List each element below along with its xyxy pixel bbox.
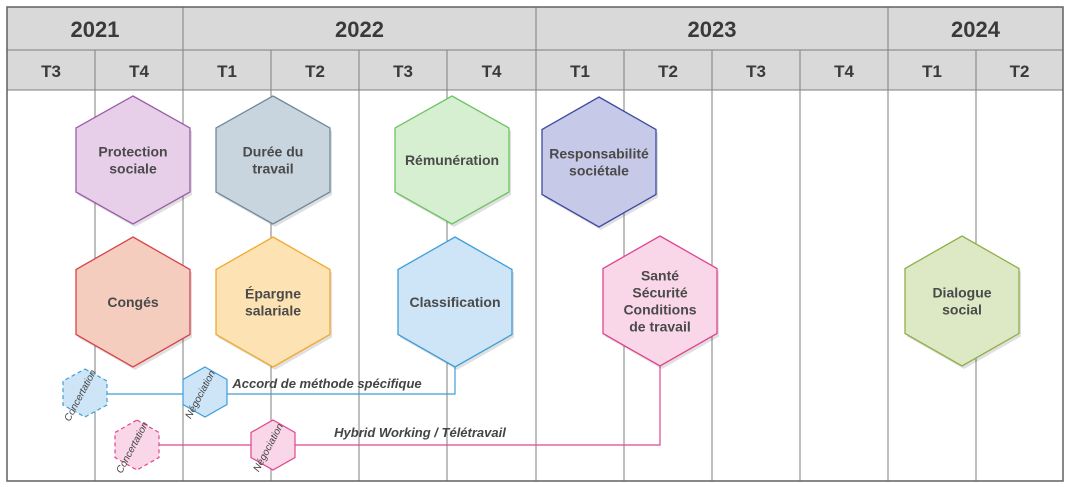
topic-label: Santé [641, 268, 679, 284]
quarter-label: T2 [658, 62, 678, 81]
topic-label: sociale [109, 161, 157, 177]
hexagon-shape [541, 96, 657, 228]
stage-shape [182, 366, 228, 418]
stage-shape [62, 368, 108, 418]
process-label-hybrid-working: Hybrid Working / Télétravail [334, 425, 506, 440]
stage-shape [114, 419, 160, 471]
topic-label: Dialogue [932, 285, 991, 301]
year-label-2024: 2024 [951, 17, 1001, 42]
quarter-label: T2 [1010, 62, 1030, 81]
topic-label: Congés [107, 294, 159, 310]
topic-hexagon-remuneration: Rémunération [394, 95, 511, 227]
quarter-label: T1 [570, 62, 590, 81]
topic-label: Classification [409, 294, 500, 310]
topic-label: social [942, 302, 982, 318]
topic-label: salariale [245, 303, 301, 319]
topic-label: Durée du [243, 144, 304, 160]
topic-label: Responsabilité [549, 146, 649, 162]
hexagon-shape [215, 236, 331, 368]
stage-hexagon-négociation: Négociation [250, 419, 296, 474]
process-accord-methode: Concertation Négociation [62, 366, 228, 423]
topic-label: Conditions [623, 302, 696, 318]
header-band [7, 7, 1063, 90]
hexagon-shape [75, 95, 191, 225]
stage-hexagon-concertation: Concertation [62, 368, 108, 423]
quarter-label: T3 [41, 62, 61, 81]
topic-label: Épargne [245, 286, 301, 302]
quarter-label: T4 [129, 62, 149, 81]
topic-label: Rémunération [405, 152, 499, 168]
hexagon-shape [397, 236, 513, 368]
quarter-label: T1 [217, 62, 237, 81]
year-label-2021: 2021 [71, 17, 120, 42]
year-label-2023: 2023 [688, 17, 737, 42]
quarter-label: T4 [834, 62, 854, 81]
topic-label: de travail [629, 319, 690, 335]
topic-label: Protection [98, 144, 167, 160]
hexagon-shape [602, 235, 718, 367]
topic-label: sociétale [569, 163, 629, 179]
hexagon-shape [75, 236, 191, 368]
topic-hexagon-classification: Classification [397, 236, 514, 370]
quarter-label: T3 [746, 62, 766, 81]
topic-hexagon-conges: Congés [75, 236, 192, 370]
hexagon-shape [394, 95, 510, 225]
topic-label: travail [252, 161, 293, 177]
quarter-label: T1 [922, 62, 942, 81]
hexagon-shape [215, 95, 331, 225]
year-label-2022: 2022 [335, 17, 384, 42]
quarter-label: T3 [393, 62, 413, 81]
quarter-label: T4 [482, 62, 502, 81]
hexagon-shape [904, 235, 1020, 367]
process-line-hybrid-working [140, 350, 661, 446]
topic-label: Sécurité [632, 285, 687, 301]
stage-hexagon-négociation: Négociation [182, 366, 228, 421]
diagram-border [6, 6, 1064, 482]
process-label-accord-methode: Accord de méthode spécifique [231, 376, 421, 391]
stage-shape [250, 419, 296, 471]
quarter-label: T2 [305, 62, 325, 81]
